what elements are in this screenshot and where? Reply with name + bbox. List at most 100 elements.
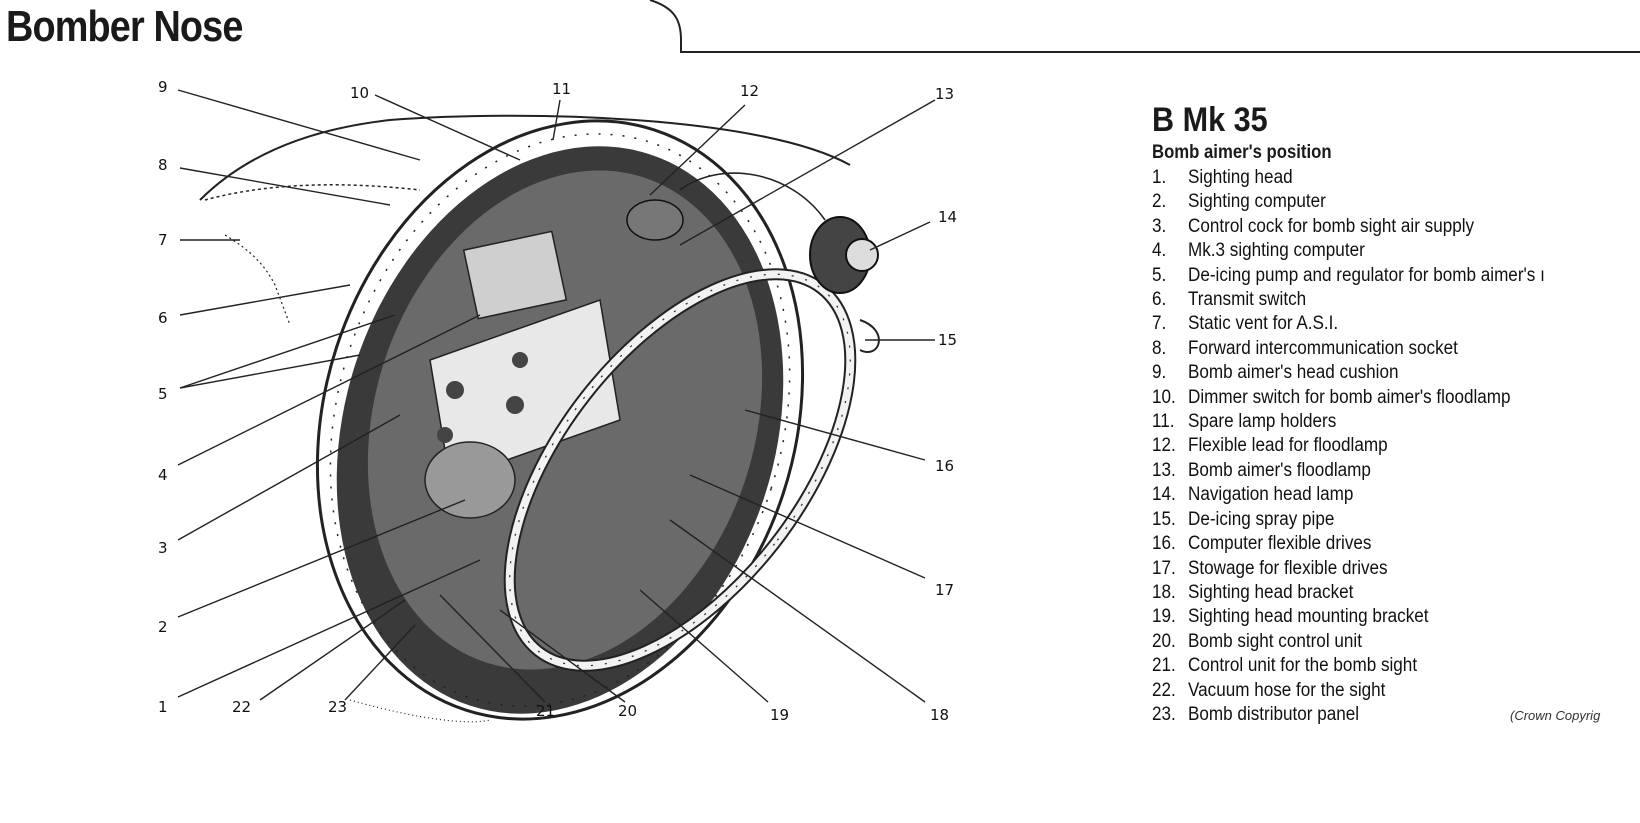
legend-item-label: Bomb sight control unit [1188, 630, 1362, 652]
legend-item-number: 13. [1152, 459, 1176, 481]
legend-item-label: Dimmer switch for bomb aimer's floodlamp [1188, 386, 1511, 408]
callout-14: 14 [938, 208, 957, 226]
legend-item-number: 18. [1152, 581, 1176, 603]
legend-item-label: Sighting computer [1188, 191, 1326, 213]
callout-15: 15 [938, 331, 957, 349]
callout-20: 20 [618, 702, 637, 720]
legend-item: 23. Bomb distributor panel [1152, 703, 1591, 727]
legend-item: 7. Static vent for A.S.I. [1152, 312, 1591, 336]
callout-13: 13 [935, 85, 954, 103]
legend-item: 1. Sighting head [1152, 166, 1591, 190]
callout-21: 21 [536, 702, 555, 720]
legend-item-label: Mk.3 sighting computer [1188, 240, 1365, 262]
legend-item-number: 6. [1152, 289, 1167, 311]
credit-note: (Crown Copyrig [1510, 708, 1601, 723]
legend-item-label: Control unit for the bomb sight [1188, 655, 1418, 677]
legend-item: 12.Flexible lead for floodlamp [1152, 434, 1591, 458]
legend-item-label: De-icing spray pipe [1188, 508, 1335, 530]
callout-22: 22 [232, 698, 251, 716]
legend-item-number: 9. [1152, 362, 1167, 384]
legend-item: 17. Stowage for flexible drives [1152, 557, 1591, 581]
legend-item-number: 8. [1152, 337, 1167, 359]
legend-title: B Mk 35 [1152, 101, 1268, 139]
legend-item-number: 5. [1152, 264, 1167, 286]
legend-item-number: 3. [1152, 215, 1167, 237]
callout-16: 16 [935, 457, 954, 475]
legend-item-label: Forward intercommunication socket [1188, 337, 1458, 359]
legend-item-number: 15. [1152, 508, 1176, 530]
legend-item-number: 4. [1152, 240, 1167, 262]
legend-item: 16. Computer flexible drives [1152, 532, 1591, 556]
legend-item-label: Spare lamp holders [1188, 411, 1337, 433]
legend-item-number: 1. [1152, 167, 1167, 188]
legend-item: 5. De-icing pump and regulator for bomb a… [1152, 264, 1591, 288]
legend-item: 11. Spare lamp holders [1152, 410, 1591, 434]
callout-17: 17 [935, 581, 954, 599]
callout-5: 5 [158, 385, 168, 403]
legend-item-number: 17. [1152, 557, 1176, 579]
legend-item-number: 2. [1152, 191, 1167, 213]
legend-item-number: 16. [1152, 533, 1176, 555]
legend-item-label: Vacuum hose for the sight [1188, 679, 1386, 701]
legend-item-label: Sighting head [1188, 167, 1293, 188]
legend-item-number: 10. [1152, 386, 1176, 408]
callout-19: 19 [770, 706, 789, 724]
callout-18: 18 [930, 706, 949, 724]
callout-12: 12 [740, 82, 759, 100]
legend-item: 4. Mk.3 sighting computer [1152, 239, 1591, 263]
legend-item: 19. Sighting head mounting bracket [1152, 605, 1591, 629]
callout-6: 6 [158, 309, 168, 327]
legend-item-label: Sighting head bracket [1188, 581, 1354, 603]
legend-item: 21. Control unit for the bomb sight [1152, 654, 1591, 678]
nose-illustration [199, 114, 880, 723]
legend-item-number: 21. [1152, 655, 1176, 677]
callout-1: 1 [158, 698, 168, 716]
legend-item: 18. Sighting head bracket [1152, 581, 1591, 605]
legend-item-number: 20. [1152, 630, 1176, 652]
legend-list: 1. Sighting head 2. Sighting computer 3. Cont… [1152, 166, 1640, 727]
legend-item: 14.Navigation head lamp [1152, 483, 1591, 507]
legend-item-label: Sighting head mounting bracket [1188, 606, 1429, 628]
legend-item: 3. Control cock for bomb sight air supply [1152, 215, 1591, 239]
legend-item-label: Bomb aimer's head cushion [1188, 362, 1399, 384]
legend-subtitle: Bomb aimer's position [1152, 142, 1332, 163]
legend-item-label: Bomb aimer's floodlamp [1188, 459, 1371, 481]
callout-9: 9 [158, 78, 168, 96]
legend-item: 15. De-icing spray pipe [1152, 508, 1591, 532]
legend-item-number: 22. [1152, 679, 1176, 701]
callout-7: 7 [158, 231, 168, 249]
legend-item: 10. Dimmer switch for bomb aimer's floodl… [1152, 386, 1591, 410]
callout-labels: 9 10 11 12 13 8 14 7 6 15 5 16 4 3 17 2 … [158, 78, 957, 724]
legend-item-label: Control cock for bomb sight air supply [1188, 215, 1475, 237]
legend-item-number: 19. [1152, 606, 1176, 628]
legend-item-label: Bomb distributor panel [1188, 703, 1360, 725]
legend-item-label: Navigation head lamp [1188, 484, 1354, 506]
legend: B Mk 35 Bomb aimer's position 1. Sighting… [1152, 102, 1640, 727]
legend-item-number: 11. [1152, 411, 1175, 433]
legend-item-number: 7. [1152, 313, 1167, 335]
callout-10: 10 [350, 84, 369, 102]
legend-item-number: 12. [1152, 435, 1176, 457]
legend-item-label: Transmit switch [1188, 289, 1307, 311]
legend-item: 13. Bomb aimer's floodlamp [1152, 459, 1591, 483]
callout-23: 23 [328, 698, 347, 716]
legend-item-label: Static vent for A.S.I. [1188, 313, 1339, 335]
legend-item-label: Stowage for flexible drives [1188, 557, 1388, 579]
legend-item: 6. Transmit switch [1152, 288, 1591, 312]
callout-3: 3 [158, 539, 168, 557]
legend-item-label: Computer flexible drives [1188, 533, 1372, 555]
callout-2: 2 [158, 618, 168, 636]
legend-item-label: De-icing pump and regulator for bomb aim… [1188, 264, 1545, 286]
bomber-nose-illustration: 9 10 11 12 13 8 14 7 6 15 5 16 4 3 17 2 … [158, 78, 957, 724]
legend-item-number: 23. [1152, 703, 1176, 725]
callout-leader-lines [177, 89, 936, 703]
callout-11: 11 [552, 80, 571, 98]
legend-item: 20. Bomb sight control unit [1152, 630, 1591, 654]
legend-item: 9. Bomb aimer's head cushion [1152, 361, 1591, 385]
legend-item: 8. Forward intercommunication socket [1152, 337, 1591, 361]
callout-8: 8 [158, 156, 168, 174]
legend-item: 22. Vacuum hose for the sight [1152, 679, 1591, 703]
legend-item: 2. Sighting computer [1152, 190, 1591, 214]
callout-4: 4 [158, 466, 168, 484]
